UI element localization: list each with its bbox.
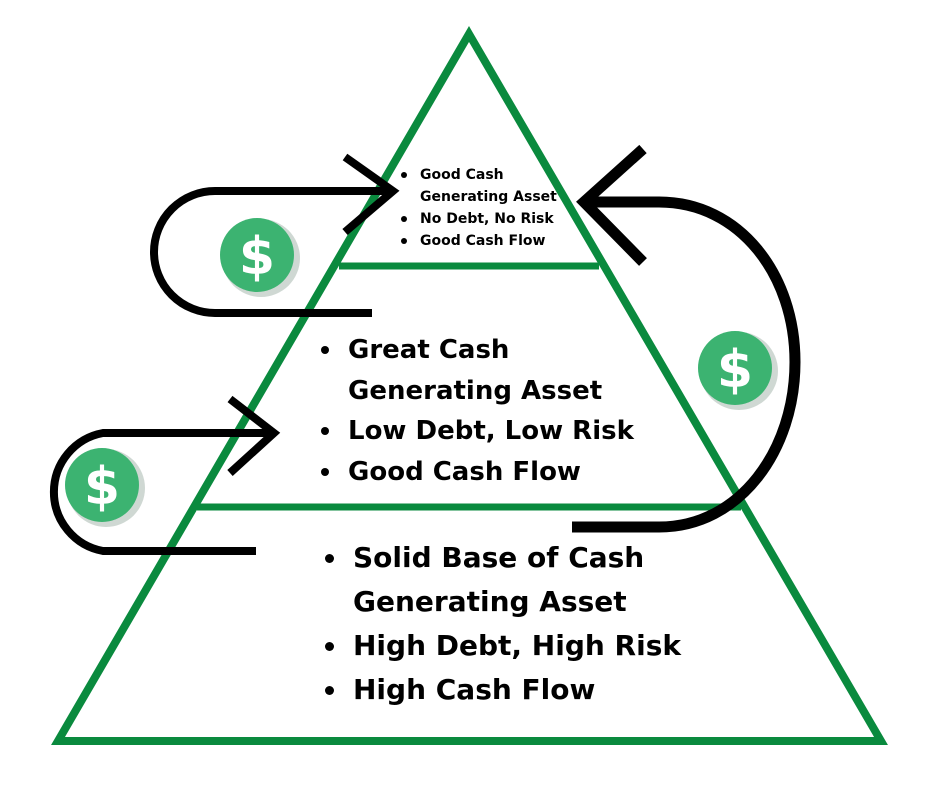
dollar-coin-icon: $: [698, 331, 778, 410]
middle-tier-item: Great Cash Generating Asset: [321, 330, 678, 411]
top-tier-item: Good Cash Flow: [401, 230, 595, 252]
bottom-tier-item: High Debt, High Risk: [325, 624, 713, 668]
coin-symbol-right: $: [717, 340, 753, 400]
pyramid-outline: [51, 26, 888, 745]
upper-left-arrow-icon: [150, 153, 400, 317]
middle-tier-list: Great Cash Generating Asset Low Debt, Lo…: [321, 330, 678, 493]
bottom-tier-item: Solid Base of Cash Generating Asset: [325, 536, 713, 624]
top-tier-item: No Debt, No Risk: [401, 208, 595, 230]
coin-symbol-lower: $: [84, 457, 120, 517]
middle-tier-item: Good Cash Flow: [321, 452, 678, 493]
top-tier-list: Good Cash Generating Asset No Debt, No R…: [401, 164, 595, 252]
middle-tier-item: Low Debt, Low Risk: [321, 411, 678, 452]
bottom-tier-item: High Cash Flow: [325, 668, 713, 712]
dollar-coin-icon: $: [65, 448, 145, 527]
top-tier-item: Good Cash Generating Asset: [401, 164, 595, 208]
right-return-arrow-icon: [572, 144, 801, 533]
coin-symbol-upper: $: [239, 227, 275, 287]
bottom-tier-list: Solid Base of Cash Generating Asset High…: [325, 536, 713, 712]
lower-left-arrow-icon: [49, 395, 281, 555]
dollar-coin-icon: $: [220, 218, 300, 297]
